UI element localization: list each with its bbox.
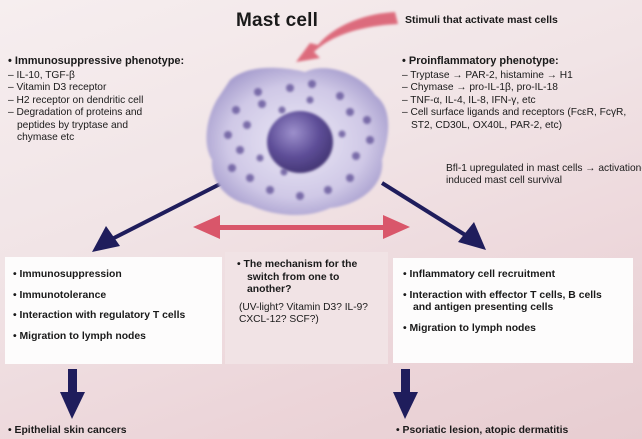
bfl-note: Bfl-1 upregulated in mast cells → activa… [446, 163, 642, 187]
immunosuppression-outcomes-box: • Immunosuppression • Immunotolerance • … [5, 257, 222, 364]
outcome-item: • Interaction with effector T cells, B c… [403, 289, 602, 314]
mast-cell-illustration [206, 67, 389, 216]
switch-candidates: (UV-light? Vitamin D3? IL-9? CXCL-12? SC… [239, 301, 368, 325]
switch-double-arrow [193, 215, 410, 239]
phenotype-title: • Immunosuppressive phenotype: [8, 55, 185, 67]
stimulus-arrow [296, 12, 398, 62]
outcome-item: • Inflammatory cell recruitment [403, 269, 556, 280]
phenotype-item: – H2 receptor on dendritic cell [8, 94, 144, 106]
arrow-to-immunosuppression [92, 181, 223, 252]
outcome-item: • Interaction with regulatory T cells [13, 310, 186, 321]
switch-question: • The mechanism for the switch from one … [237, 259, 358, 295]
phenotype-title: • Proinflammatory phenotype: [402, 55, 559, 67]
phenotype-item: – Tryptase → PAR-2, histamine → H1 [402, 70, 573, 81]
immunosuppressive-phenotype: • Immunosuppressive phenotype: – IL-10, … [8, 55, 223, 144]
outcome-item: • Immunotolerance [13, 289, 107, 301]
outcome-item: • Migration to lymph nodes [403, 322, 536, 334]
outcome-item: • Immunosuppression [13, 269, 122, 280]
proinflammatory-phenotype: • Proinflammatory phenotype: – Tryptase … [402, 55, 642, 132]
outcome-psoriatic-lesion: • Psoriatic lesion, atopic dermatitis [396, 425, 569, 436]
proinflammatory-outcomes-box: • Inflammatory cell recruitment • Intera… [393, 258, 633, 363]
stimuli-label: Stimuli that activate mast cells [405, 14, 558, 26]
phenotype-item: – Degradation of proteins and peptides b… [8, 107, 143, 144]
arrow-to-skin-cancers [60, 369, 85, 419]
phenotype-item: – Chymase → pro-IL-1β, pro-IL-18 [402, 82, 558, 94]
outcome-skin-cancers: • Epithelial skin cancers [8, 425, 127, 436]
switch-mechanism-box: • The mechanism for the switch from one … [225, 252, 388, 364]
phenotype-item: – TNF-α, IL-4, IL-8, IFN-γ, etc [402, 94, 536, 106]
outcome-item: • Migration to lymph nodes [13, 330, 146, 342]
phenotype-item: – Cell surface ligands and receptors (Fc… [402, 107, 627, 131]
phenotype-item: – Vitamin D3 receptor [8, 82, 107, 94]
phenotype-item: – IL-10, TGF-β [8, 70, 75, 81]
diagram-title: Mast cell [236, 10, 319, 31]
arrow-to-psoriatic-lesion [393, 369, 418, 419]
arrow-to-proinflammatory [380, 181, 486, 250]
